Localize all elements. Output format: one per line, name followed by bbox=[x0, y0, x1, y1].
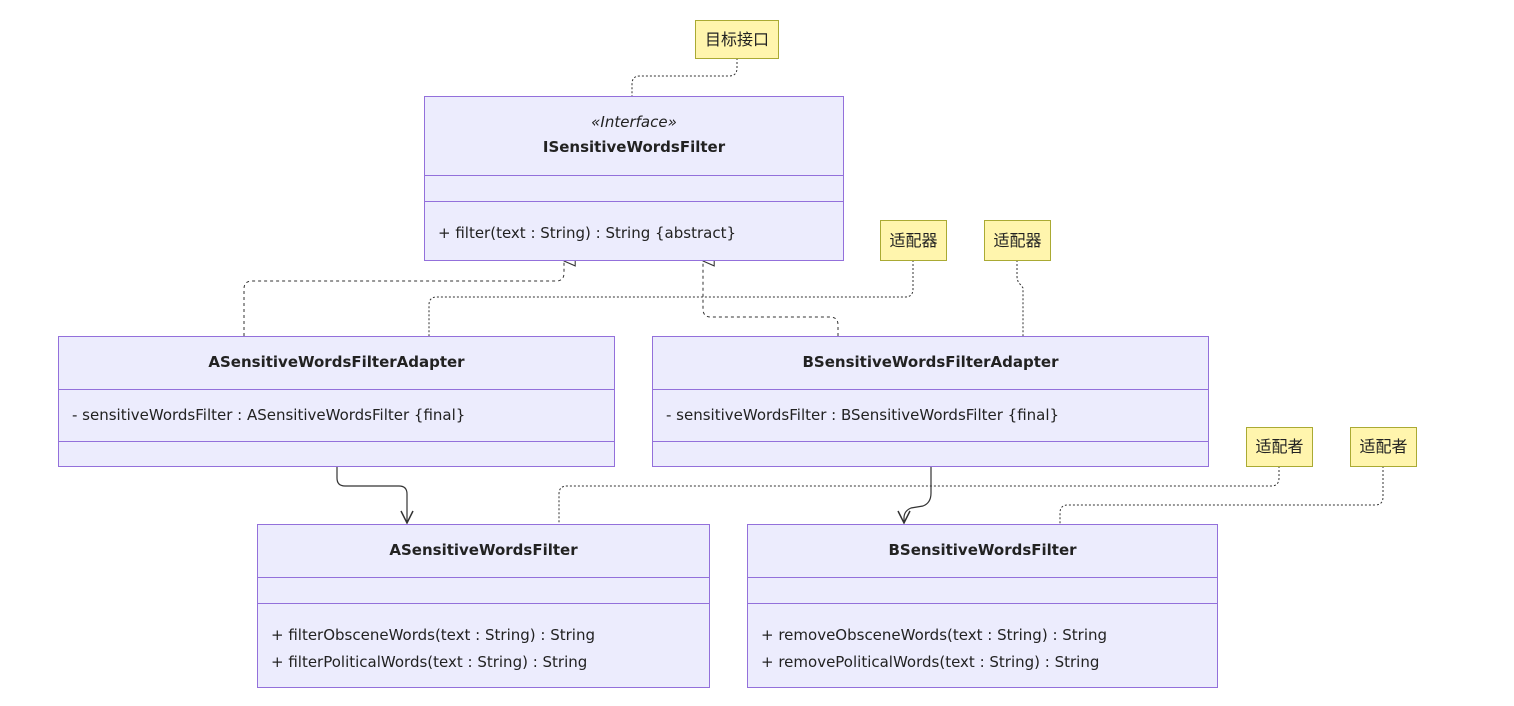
note-adaptee-b[interactable]: 适配者 bbox=[1350, 427, 1417, 467]
note-link-target bbox=[631, 58, 738, 96]
association-edge-a bbox=[336, 466, 408, 522]
class-field: - sensitiveWordsFilter : ASensitiveWords… bbox=[72, 406, 466, 424]
class-method: + filter(text : String) : String {abstra… bbox=[438, 224, 737, 242]
class-field: - sensitiveWordsFilter : BSensitiveWords… bbox=[666, 406, 1060, 424]
class-box-bsensitivewordsfilter[interactable]: BSensitiveWordsFilter + removeObsceneWor… bbox=[747, 524, 1218, 688]
association-arrowhead-a bbox=[400, 510, 414, 525]
class-attributes-section: - sensitiveWordsFilter : ASensitiveWords… bbox=[59, 389, 614, 441]
class-box-asensitivewordsfilteradapter[interactable]: ASensitiveWordsFilterAdapter - sensitive… bbox=[58, 336, 615, 467]
note-adapter-b[interactable]: 适配器 bbox=[984, 220, 1051, 261]
class-methods-section: + filter(text : String) : String {abstra… bbox=[425, 201, 843, 261]
class-name: ISensitiveWordsFilter bbox=[542, 138, 726, 156]
class-box-isensitivewordsfilter[interactable]: «Interface» ISensitiveWordsFilter + filt… bbox=[424, 96, 844, 261]
realization-edge-b bbox=[703, 261, 839, 336]
class-name: BSensitiveWordsFilter bbox=[888, 541, 1077, 559]
note-adapter-a[interactable]: 适配器 bbox=[880, 220, 947, 261]
class-attributes-section bbox=[258, 577, 709, 603]
realization-edge-a bbox=[243, 261, 564, 336]
note-target-interface[interactable]: 目标接口 bbox=[695, 20, 779, 59]
class-name: ASensitiveWordsFilter bbox=[389, 541, 578, 559]
note-adaptee-a[interactable]: 适配者 bbox=[1246, 427, 1313, 467]
class-box-asensitivewordsfilter[interactable]: ASensitiveWordsFilter + filterObsceneWor… bbox=[257, 524, 710, 688]
class-methods-section bbox=[59, 441, 614, 467]
class-method: + removePoliticalWords(text : String) : … bbox=[761, 653, 1100, 671]
class-method: + filterObsceneWords(text : String) : St… bbox=[271, 626, 595, 644]
class-attributes-section bbox=[748, 577, 1217, 603]
note-link-adapter-b bbox=[1016, 260, 1024, 336]
note-link-adapter-a bbox=[428, 260, 914, 336]
class-name: ASensitiveWordsFilterAdapter bbox=[208, 353, 465, 371]
class-methods-section: + removeObsceneWords(text : String) : St… bbox=[748, 603, 1217, 687]
class-attributes-section bbox=[425, 175, 843, 201]
class-method: + removeObsceneWords(text : String) : St… bbox=[761, 626, 1108, 644]
class-stereotype: «Interface» bbox=[591, 113, 677, 131]
class-attributes-section: - sensitiveWordsFilter : BSensitiveWords… bbox=[653, 389, 1208, 441]
class-method: + filterPoliticalWords(text : String) : … bbox=[271, 653, 588, 671]
class-methods-section bbox=[653, 441, 1208, 467]
association-arrowhead-b bbox=[897, 510, 911, 525]
note-link-adaptee-b bbox=[1059, 466, 1384, 524]
class-methods-section: + filterObsceneWords(text : String) : St… bbox=[258, 603, 709, 687]
note-link-adaptee-a bbox=[558, 466, 1280, 524]
association-edge-b bbox=[903, 466, 932, 522]
class-box-bsensitivewordsfilteradapter[interactable]: BSensitiveWordsFilterAdapter - sensitive… bbox=[652, 336, 1209, 467]
class-name: BSensitiveWordsFilterAdapter bbox=[802, 353, 1059, 371]
